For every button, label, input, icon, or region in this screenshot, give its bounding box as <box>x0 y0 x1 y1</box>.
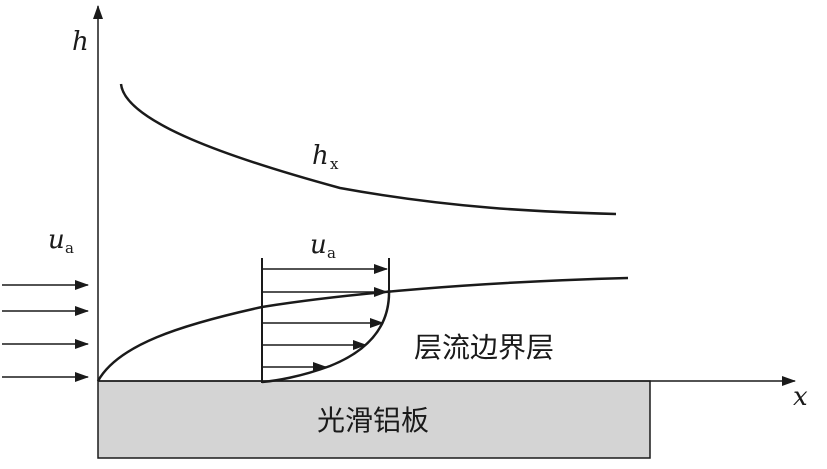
velocity-profile-curve <box>261 289 391 384</box>
aluminum-plate <box>97 380 651 459</box>
ua-left-label-sub: a <box>65 239 74 257</box>
ua-left-label-main: u <box>48 225 65 255</box>
plate-label: 光滑铝板 <box>317 404 429 437</box>
ua-profile-label-sub: a <box>327 244 336 262</box>
hx-label-main: h <box>312 141 329 171</box>
hx-curve <box>119 83 617 216</box>
ua-profile-label-main: u <box>310 230 327 260</box>
x-axis-label: x <box>793 382 808 412</box>
boundary-layer-label: 层流边界层 <box>414 331 554 364</box>
h-axis-label: h <box>72 27 89 57</box>
boundary-layer-curve <box>96 276 629 382</box>
hx-label-sub: x <box>330 155 339 173</box>
